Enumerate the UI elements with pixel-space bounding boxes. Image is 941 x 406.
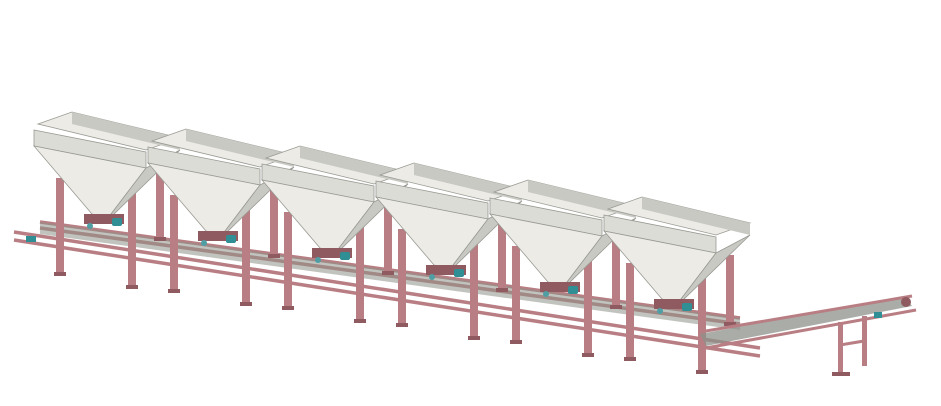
support-leg bbox=[726, 255, 734, 325]
leg-foot bbox=[696, 370, 708, 374]
leg-foot bbox=[126, 285, 138, 289]
leg-foot bbox=[724, 322, 736, 326]
motor bbox=[226, 235, 236, 243]
discharge-gate bbox=[84, 214, 124, 224]
support-leg bbox=[156, 170, 164, 240]
frame-rail bbox=[13, 230, 761, 350]
discharge-gate bbox=[426, 265, 466, 275]
discharge-gate bbox=[198, 231, 238, 241]
roller bbox=[543, 291, 549, 297]
roller bbox=[315, 257, 321, 263]
roller bbox=[429, 274, 435, 280]
roller bbox=[201, 240, 207, 246]
motor bbox=[682, 303, 692, 311]
incline-belt bbox=[700, 296, 912, 346]
support-leg bbox=[512, 246, 520, 343]
head-pulley bbox=[901, 297, 911, 307]
support-leg bbox=[698, 275, 706, 373]
inclined-conveyor bbox=[26, 236, 917, 376]
support-leg bbox=[270, 187, 278, 257]
frame-rail bbox=[13, 238, 761, 358]
tail-motor bbox=[26, 236, 36, 242]
motor bbox=[340, 252, 350, 260]
hopper bbox=[602, 196, 752, 374]
motor bbox=[454, 269, 464, 277]
leg-foot bbox=[382, 271, 394, 275]
leg-foot bbox=[396, 323, 408, 327]
leg-foot bbox=[282, 306, 294, 310]
incline-foot bbox=[832, 372, 850, 376]
roller bbox=[657, 308, 663, 314]
support-leg bbox=[584, 258, 592, 356]
leg-foot bbox=[496, 288, 508, 292]
support-leg bbox=[470, 241, 478, 339]
conveyor-belt bbox=[40, 222, 740, 330]
leg-foot bbox=[54, 272, 66, 276]
support-leg bbox=[170, 195, 178, 292]
leg-foot bbox=[582, 353, 594, 357]
hopper-inner-wall bbox=[642, 197, 750, 235]
support-leg bbox=[356, 224, 364, 322]
support-leg bbox=[612, 238, 620, 308]
leg-foot bbox=[510, 340, 522, 344]
incline-leg bbox=[838, 322, 843, 374]
discharge-gate bbox=[654, 299, 694, 309]
leg-foot bbox=[468, 336, 480, 340]
hopper-row bbox=[32, 111, 752, 374]
leg-foot bbox=[354, 319, 366, 323]
support-leg bbox=[242, 207, 250, 305]
discharge-gate bbox=[312, 248, 352, 258]
leg-foot bbox=[624, 357, 636, 361]
support-leg bbox=[498, 221, 506, 291]
incline-rail bbox=[699, 294, 913, 334]
incline-brace bbox=[839, 339, 865, 347]
roller bbox=[87, 223, 93, 229]
discharge-gate bbox=[540, 282, 580, 292]
support-leg bbox=[384, 204, 392, 274]
leg-foot bbox=[154, 237, 166, 241]
support-leg bbox=[626, 263, 634, 360]
support-leg bbox=[284, 212, 292, 309]
drive-motor bbox=[874, 312, 882, 318]
leg-foot bbox=[240, 302, 252, 306]
leg-foot bbox=[268, 254, 280, 258]
support-leg bbox=[56, 178, 64, 275]
leg-foot bbox=[610, 305, 622, 309]
motor bbox=[568, 286, 578, 294]
leg-foot bbox=[168, 289, 180, 293]
support-leg bbox=[398, 229, 406, 326]
motor bbox=[112, 218, 122, 226]
support-leg bbox=[128, 190, 136, 288]
belt-band bbox=[40, 222, 740, 330]
incline-leg bbox=[862, 316, 867, 366]
